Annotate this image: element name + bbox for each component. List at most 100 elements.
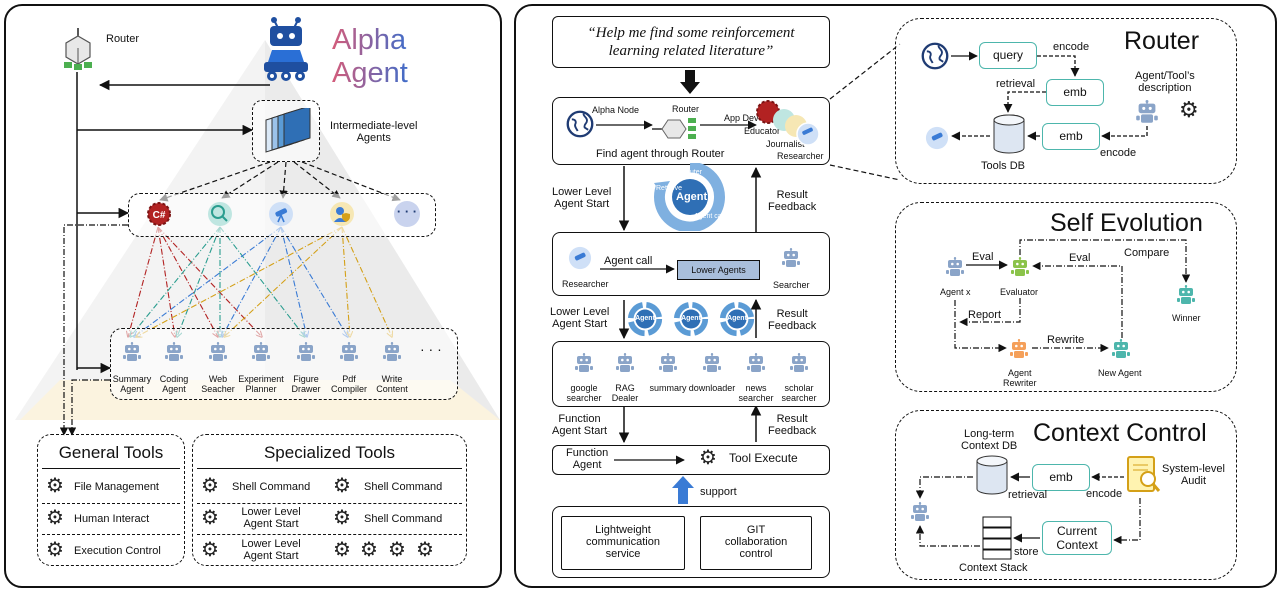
agent-label-line2: Agent <box>162 384 186 394</box>
service2-line3: control <box>739 548 773 560</box>
researcher-telescope-icon <box>568 246 592 270</box>
researcher-label-2: Researcher <box>562 279 609 289</box>
result-feedback-3-line2: Feedback <box>768 425 817 437</box>
gear-icon: ⚙ <box>333 507 351 529</box>
svg-text:C#: C# <box>153 210 166 221</box>
query-down-arrow <box>680 70 700 94</box>
context-retrieval-label: retrieval <box>1008 489 1048 501</box>
gear-icon: ⚙ <box>333 475 351 497</box>
service1-line3: service <box>605 548 641 560</box>
gear-icon: ⚙ <box>201 539 219 561</box>
specialized-tools-row-divider-2 <box>197 534 462 535</box>
function-start-line1: Function <box>558 413 601 425</box>
agent-label-line1: Experiment <box>238 374 284 384</box>
middle-flow-arrows <box>618 166 762 444</box>
intermediate-label: Intermediate-level Agents <box>330 120 417 144</box>
agent-cycle-mini-label: Agent <box>635 315 655 322</box>
lower-level-start-1-line2: Agent Start <box>554 198 610 210</box>
agent-cycle-mini-label: Agent <box>681 315 701 322</box>
specialized-tool-line2: Agent Start <box>243 518 299 530</box>
result-feedback-2-line1: Result <box>776 308 808 320</box>
agent-call-arrow <box>600 264 675 274</box>
user-shield-icon <box>330 202 354 226</box>
worker-label-line2: searcher <box>738 393 774 403</box>
agent-label-line1: Figure <box>293 374 319 384</box>
intermediate-stack-icon <box>265 108 311 153</box>
agent-call-label: Agent call <box>604 255 653 267</box>
service1-line1: Lightweight <box>595 524 651 536</box>
router-node-icon <box>64 28 92 70</box>
user-query-text: “Help me find some reinforcement learnin… <box>552 24 830 60</box>
specialized-tools-box <box>192 434 467 566</box>
lower-agents-box: Lower Agents <box>677 260 760 280</box>
context-stack-icon <box>982 516 1012 560</box>
lightweight-service-box <box>561 516 685 570</box>
educator-label: Educator <box>744 126 781 136</box>
router-retrieval: retrieval <box>996 78 1036 90</box>
git-service-box <box>700 516 812 570</box>
context-stack-label: Context Stack <box>959 562 1028 574</box>
service2-line2: collaboration <box>724 536 788 548</box>
specialized-tool-line1: Lower Level <box>241 506 301 518</box>
result-feedback-2: Result Feedback <box>768 308 816 332</box>
git-service-label: GIT collaboration control <box>700 524 812 560</box>
agent-label-line1: Write <box>381 374 403 384</box>
router-encode-2: encode <box>1100 147 1137 159</box>
agent-rewriter-line1: Agent <box>1007 368 1032 378</box>
agent-tool-description: Agent/Tool’s description <box>1135 70 1195 94</box>
lower-agents-label: Lower Agents <box>691 265 746 275</box>
current-context-box: Current Context <box>1042 521 1112 555</box>
specialized-tool-item: Shell Command <box>364 481 443 493</box>
lower-level-start-2-line2: Agent Start <box>552 318 608 330</box>
rewrite-label: Rewrite <box>1047 334 1085 346</box>
router-label-mid: Router <box>672 104 700 114</box>
db-line1: Long-term <box>964 428 1015 440</box>
agent-label-line2: Planner <box>245 384 277 394</box>
alpha-robot-icon <box>264 17 308 81</box>
result-feedback-1: Result Feedback <box>768 189 816 213</box>
more-specialists-icon: · · · <box>394 201 420 227</box>
store-label: store <box>1014 546 1039 558</box>
agent-cycle-icon <box>654 163 725 231</box>
context-control-title: Context Control <box>1033 419 1207 447</box>
evaluator-label: Evaluator <box>1000 287 1039 297</box>
eval-label-2: Eval <box>1069 252 1091 264</box>
alpha-title: Alpha Agent <box>332 24 408 90</box>
worker-label-line1: summary <box>649 383 687 393</box>
function-agent-line2: Agent <box>572 459 602 471</box>
agent-label-line2: Compiler <box>330 384 367 394</box>
agent-label-line1: Coding <box>159 374 189 384</box>
router-panel-telescope-icon <box>925 126 949 150</box>
left-connectors <box>59 72 401 436</box>
specialized-tool-item: Shell Command <box>364 513 443 525</box>
alpha-node-label: Alpha Node <box>592 105 640 115</box>
worker-label-line2: searcher <box>781 393 817 403</box>
intermediate-label-line1: Intermediate-level <box>330 120 418 132</box>
agent-icons-cluster <box>756 100 820 146</box>
function-start-line2: Agent Start <box>552 425 608 437</box>
gear-icon: ⚙ <box>46 507 64 529</box>
context-encode-label: encode <box>1086 488 1123 500</box>
user-query-line1: “Help me find some reinforcement <box>587 25 795 41</box>
gear-icon: ⚙ <box>46 475 64 497</box>
context-db-icon <box>976 455 1008 495</box>
report-label: Report <box>968 309 1002 321</box>
cycle-word-1: Router <box>681 169 703 176</box>
router-panel-title: Router <box>1124 27 1200 55</box>
general-tools-row-divider-1 <box>42 503 180 504</box>
worker-label: summary <box>644 383 692 393</box>
result-feedback-1-line2: Feedback <box>768 201 817 213</box>
description-line2: description <box>1138 82 1192 94</box>
agent-label-line2: Seacher <box>201 384 235 394</box>
tools-db-icon <box>993 114 1025 154</box>
function-to-tool-arrow <box>614 455 685 465</box>
csharp-icon: C# <box>147 202 171 226</box>
function-agent-line1: Function <box>566 447 609 459</box>
worker-label-line1: downloader <box>688 383 736 393</box>
